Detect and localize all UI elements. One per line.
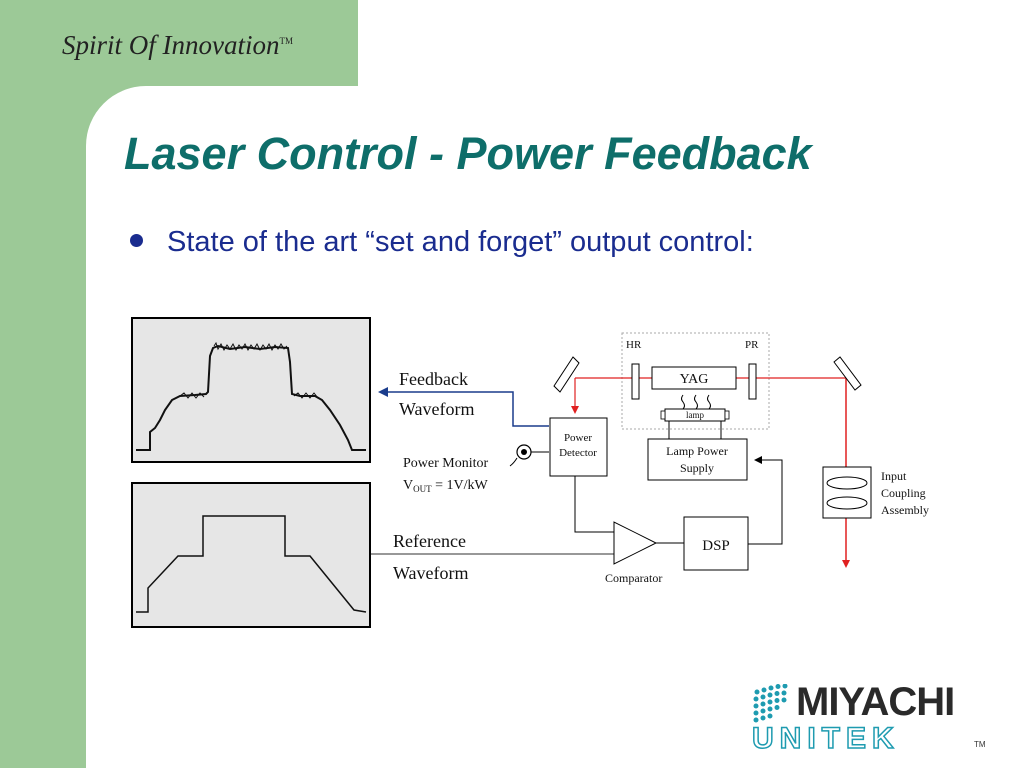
- reference-label-line2: Waveform: [393, 563, 469, 583]
- input-coupling-line2: Coupling: [881, 486, 926, 500]
- feedback-label-line1: Feedback: [399, 369, 468, 389]
- power-monitor-line1: Power Monitor: [403, 456, 489, 471]
- yag-label: YAG: [680, 372, 709, 387]
- feedback-label-line2: Waveform: [399, 399, 475, 419]
- slide-title: Laser Control - Power Feedback: [124, 128, 812, 179]
- lamp-power-supply-box: [647, 438, 748, 481]
- power-detector-box: [549, 417, 608, 477]
- tagline: Spirit Of InnovationTM: [62, 30, 293, 61]
- pr-mirror: [748, 363, 757, 400]
- input-coupling-line1: Input: [881, 469, 907, 483]
- reference-waveform-trace: [136, 515, 367, 613]
- lamp-supply-line1: Lamp Power: [666, 444, 728, 458]
- pr-label: PR: [745, 339, 759, 351]
- power-monitor-v: V: [403, 478, 413, 493]
- logo-miyachi-text: MIYACHI: [796, 680, 955, 724]
- power-detector-line1: Power: [564, 432, 592, 444]
- pump-light-icon: [681, 394, 711, 410]
- power-monitor-rest: = 1V/kW: [432, 478, 489, 493]
- hr-mirror: [631, 363, 640, 400]
- yag-rod: [651, 366, 737, 390]
- logo-dots-icon: [753, 684, 788, 723]
- sampling-mirror-icon: [553, 356, 580, 393]
- feedback-arrow: [378, 387, 549, 427]
- detector-to-comparator-line: [574, 476, 614, 533]
- miyachi-unitek-logo: MIYACHI UNITEK TM: [751, 680, 985, 756]
- reference-waveform-scope: [131, 482, 371, 628]
- bullet-text: State of the art “set and forget” output…: [167, 226, 754, 258]
- bullet-dot-icon: [130, 233, 143, 247]
- logo-tm: TM: [974, 740, 986, 749]
- power-monitor-sub: OUT: [413, 484, 432, 494]
- bnc-connector-icon: [509, 444, 532, 467]
- tagline-text: Spirit Of Innovation: [62, 30, 280, 60]
- bullet-item: State of the art “set and forget” output…: [130, 226, 754, 259]
- laser-head-region: [621, 332, 770, 430]
- power-monitor-line2: VOUT = 1V/kW: [403, 478, 489, 494]
- lamp-supply-line2: Supply: [680, 461, 714, 475]
- output-mirror-icon: [833, 356, 862, 391]
- dsp-label: DSP: [702, 538, 730, 554]
- lamp-label: lamp: [686, 410, 704, 420]
- comparator-icon: [613, 521, 658, 565]
- logo-unitek-text: UNITEK: [751, 721, 900, 756]
- reference-label-line1: Reference: [393, 531, 466, 551]
- tagline-tm: TM: [279, 36, 294, 46]
- input-coupling-assembly-icon: [822, 466, 872, 519]
- feedback-waveform-scope: [131, 317, 371, 463]
- input-coupling-line3: Assembly: [881, 503, 929, 517]
- power-detector-line2: Detector: [559, 447, 597, 459]
- comparator-label: Comparator: [605, 571, 662, 585]
- hr-label: HR: [626, 339, 642, 351]
- dsp-to-supply-line: [748, 456, 783, 545]
